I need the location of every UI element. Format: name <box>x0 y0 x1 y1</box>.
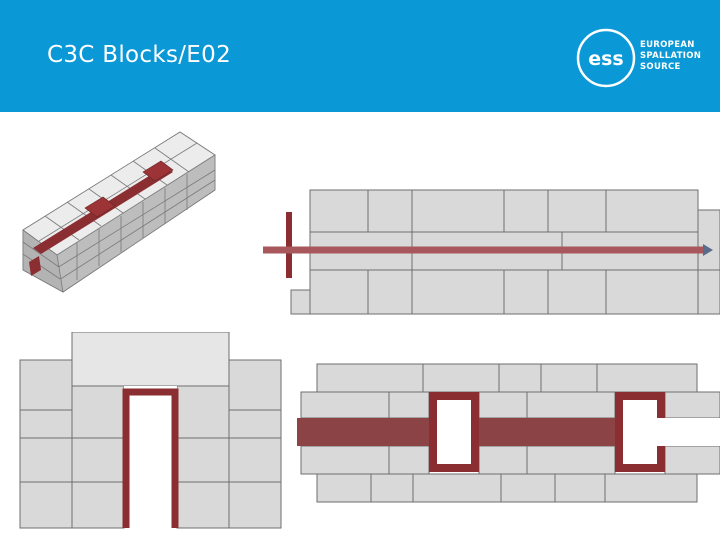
top-plan-drawing <box>297 363 720 503</box>
slide-title: C3C Blocks/E02 <box>47 42 231 68</box>
shield-plate <box>286 212 292 278</box>
logo-wordmark: EUROPEAN SPALLATION SOURCE <box>640 40 701 73</box>
logo-mark: ess <box>588 48 624 70</box>
isometric-block-view <box>15 120 225 300</box>
logo-line-3: SOURCE <box>640 62 681 72</box>
front-section-view <box>18 332 283 532</box>
beam-arrow-head <box>703 244 713 256</box>
channel-opening-1 <box>84 196 116 218</box>
isometric-block-drawing <box>22 131 216 293</box>
logo-line-1: EUROPEAN <box>640 40 695 50</box>
channel-opening-2 <box>142 160 174 182</box>
ess-logo: ess EUROPEAN SPALLATION SOURCE <box>574 26 701 90</box>
side-elevation-drawing <box>263 189 720 315</box>
logo-line-2: SPALLATION <box>640 51 702 61</box>
top-plan-view <box>293 362 720 507</box>
slide-header: C3C Blocks/E02 ess EUROPEAN SPALLATION S… <box>0 0 720 112</box>
channel-lining-front <box>122 388 179 528</box>
ess-logo-icon: ess <box>576 28 636 88</box>
side-elevation-view <box>255 182 720 322</box>
front-section-drawing <box>19 332 282 529</box>
